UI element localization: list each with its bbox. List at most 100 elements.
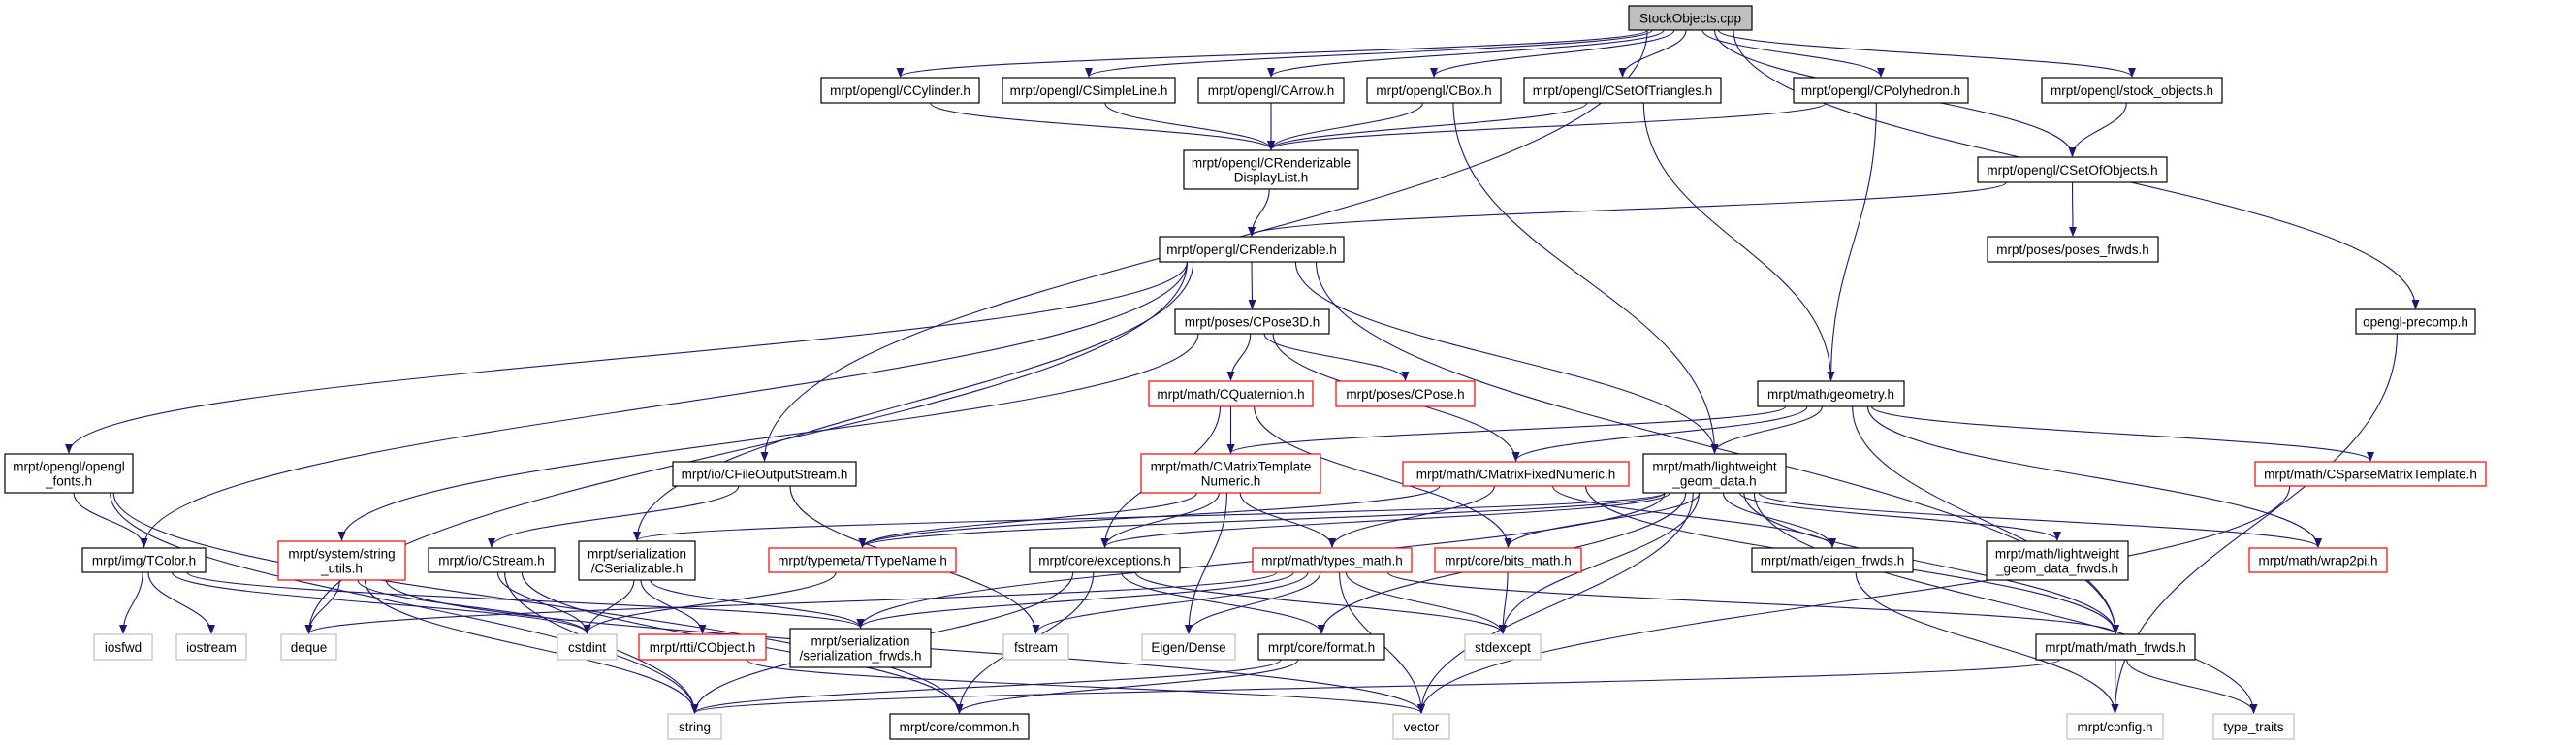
- node-eigenf[interactable]: mrpt/math/eigen_frwds.h: [1751, 547, 1914, 573]
- node-box[interactable]: [1464, 633, 1542, 661]
- node-eigen[interactable]: Eigen/Dense: [1141, 633, 1236, 661]
- node-cstdint[interactable]: cstdint: [557, 633, 618, 661]
- node-box[interactable]: [1523, 77, 1722, 104]
- node-box[interactable]: [1140, 453, 1321, 494]
- node-arrow[interactable]: mrpt/opengl/CArrow.h: [1197, 77, 1345, 104]
- node-box[interactable]: [1148, 380, 1314, 407]
- node-box[interactable]: [638, 633, 767, 661]
- node-box[interactable]: [2212, 713, 2295, 740]
- node-sot[interactable]: mrpt/opengl/CSetOfTriangles.h: [1523, 77, 1722, 104]
- node-stock[interactable]: mrpt/opengl/stock_objects.h: [2041, 77, 2223, 104]
- node-box[interactable]: [1628, 5, 1753, 31]
- node-box[interactable]: [1252, 547, 1413, 573]
- node-box[interactable]: [1793, 77, 1969, 104]
- node-box[interactable]: [280, 633, 337, 661]
- node-box[interactable]: [1257, 633, 1385, 661]
- node-csparse[interactable]: mrpt/math/CSparseMatrixTemplate.h: [2254, 461, 2487, 487]
- node-box[interactable]: [4, 453, 134, 494]
- node-ttraits[interactable]: type_traits: [2212, 713, 2295, 740]
- node-box[interactable]: [557, 633, 618, 661]
- node-iosfwd[interactable]: iosfwd: [93, 633, 153, 661]
- node-box[interactable]: [1183, 149, 1359, 190]
- node-string[interactable]: string: [667, 713, 722, 740]
- node-box[interactable]: [2041, 77, 2223, 104]
- node-box[interactable]: [428, 547, 556, 573]
- node-quat[interactable]: mrpt/math/CQuaternion.h: [1148, 380, 1314, 407]
- node-box[interactable]: [81, 547, 207, 573]
- node-box[interactable]: [1197, 77, 1345, 104]
- node-lgdf[interactable]: mrpt/math/lightweight_geom_data_frwds.h: [1986, 540, 2129, 581]
- node-box[interactable]: [93, 633, 153, 661]
- node-pfrwds[interactable]: mrpt/poses/poses_frwds.h: [1987, 236, 2159, 263]
- node-sline[interactable]: mrpt/opengl/CSimpleLine.h: [1002, 77, 1176, 104]
- node-cser[interactable]: mrpt/serialization/CSerializable.h: [578, 540, 696, 581]
- node-box[interactable]: [667, 713, 722, 740]
- node-tcolor[interactable]: mrpt/img/TColor.h: [81, 547, 207, 573]
- node-exc[interactable]: mrpt/core/exceptions.h: [1029, 547, 1181, 573]
- node-ttn[interactable]: mrpt/typemeta/TTypeName.h: [768, 547, 957, 573]
- node-box[interactable]: [175, 633, 247, 661]
- node-box[interactable]: [1402, 461, 1630, 487]
- node-serf[interactable]: mrpt/serialization/serialization_frwds.h: [789, 628, 932, 668]
- node-box[interactable]: [578, 540, 696, 581]
- node-box[interactable]: mrpt/opengl/CBox.h: [1366, 77, 1502, 104]
- node-box[interactable]: [889, 713, 1030, 740]
- node-box[interactable]: [1029, 547, 1181, 573]
- node-box[interactable]: [2248, 547, 2388, 573]
- node-box[interactable]: [1986, 540, 2129, 581]
- node-fonts[interactable]: mrpt/opengl/opengl_fonts.h: [4, 453, 134, 494]
- node-box[interactable]: [1434, 547, 1582, 573]
- node-fstream[interactable]: fstream: [1002, 633, 1069, 661]
- node-cyl[interactable]: mrpt/opengl/CCylinder.h: [820, 77, 980, 104]
- node-cobj[interactable]: mrpt/rtti/CObject.h: [638, 633, 767, 661]
- node-cpose[interactable]: mrpt/poses/CPose.h: [1335, 380, 1476, 407]
- node-box[interactable]: [1335, 380, 1476, 407]
- node-box[interactable]: [2066, 713, 2164, 740]
- node-lgd[interactable]: mrpt/math/lightweight_geom_data.h: [1642, 453, 1787, 494]
- node-box[interactable]: [2035, 633, 2196, 661]
- node-box[interactable]: [1002, 633, 1069, 661]
- node-strutils[interactable]: mrpt/system/string_utils.h: [277, 540, 406, 581]
- node-iostream[interactable]: iostream: [175, 633, 247, 661]
- node-box[interactable]: [2254, 461, 2487, 487]
- node-box[interactable]: [1642, 453, 1787, 494]
- node-box[interactable]: [1751, 547, 1914, 573]
- node-box[interactable]: [1987, 236, 2159, 263]
- node-box[interactable]: [1159, 236, 1345, 263]
- node-format[interactable]: mrpt/core/format.h: [1257, 633, 1385, 661]
- node-vector[interactable]: vector: [1392, 713, 1450, 740]
- node-common[interactable]: mrpt/core/common.h: [889, 713, 1030, 740]
- node-box[interactable]: [1977, 156, 2168, 183]
- node-deque[interactable]: deque: [280, 633, 337, 661]
- node-box[interactable]: [1757, 380, 1905, 407]
- node-box[interactable]: [1392, 713, 1450, 740]
- node-bits[interactable]: mrpt/core/bits_math.h: [1434, 547, 1582, 573]
- node-config[interactable]: mrpt/config.h: [2066, 713, 2164, 740]
- node-box[interactable]: [789, 628, 932, 668]
- node-box[interactable]: [2355, 308, 2476, 335]
- node-box[interactable]: [1002, 77, 1176, 104]
- node-cmfn[interactable]: mrpt/math/CMatrixFixedNumeric.h: [1402, 461, 1630, 487]
- node-soo[interactable]: mrpt/opengl/CSetOfObjects.h: [1977, 156, 2168, 183]
- node-box[interactable]: [768, 547, 957, 573]
- node-box[interactable]: [672, 461, 857, 487]
- node-pose3d[interactable]: mrpt/poses/CPose3D.h: [1174, 308, 1330, 335]
- node-poly[interactable]: mrpt/opengl/CPolyhedron.h: [1793, 77, 1969, 104]
- node-precomp[interactable]: opengl-precomp.h: [2355, 308, 2476, 335]
- node-cstream[interactable]: mrpt/io/CStream.h: [428, 547, 556, 573]
- node-box[interactable]: [1174, 308, 1330, 335]
- node-box[interactable]: [1366, 77, 1502, 104]
- node-tmath[interactable]: mrpt/math/types_math.h: [1252, 547, 1413, 573]
- node-wrap[interactable]: mrpt/math/wrap2pi.h: [2248, 547, 2388, 573]
- node-mfrwds[interactable]: mrpt/math/math_frwds.h: [2035, 633, 2196, 661]
- node-box[interactable]: [277, 540, 406, 581]
- node-box[interactable]: [1141, 633, 1236, 661]
- node-stdexc[interactable]: stdexcept: [1464, 633, 1542, 661]
- node-geom[interactable]: mrpt/math/geometry.h: [1757, 380, 1905, 407]
- node-box[interactable]: [820, 77, 980, 104]
- node-cfos[interactable]: mrpt/io/CFileOutputStream.h: [672, 461, 857, 487]
- node-root[interactable]: StockObjects.cpp: [1628, 5, 1753, 31]
- node-rend[interactable]: mrpt/opengl/CRenderizable.h: [1159, 236, 1345, 263]
